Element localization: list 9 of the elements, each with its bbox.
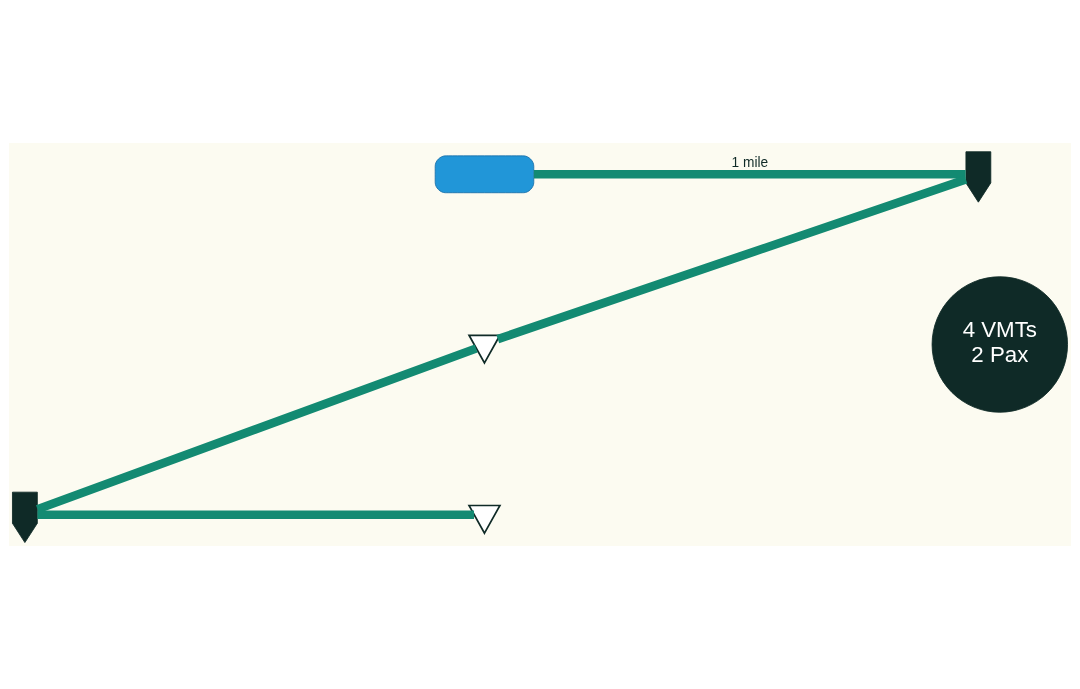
node-car	[434, 155, 535, 194]
connector	[37, 510, 474, 519]
node-circle: 4 VMTs 2 Pax	[931, 276, 1068, 413]
node-person	[12, 491, 38, 543]
connector	[496, 175, 968, 344]
connector	[533, 170, 966, 179]
edge-label: 1 mile	[731, 155, 769, 171]
node-person	[965, 151, 992, 203]
node-pin	[467, 504, 502, 535]
